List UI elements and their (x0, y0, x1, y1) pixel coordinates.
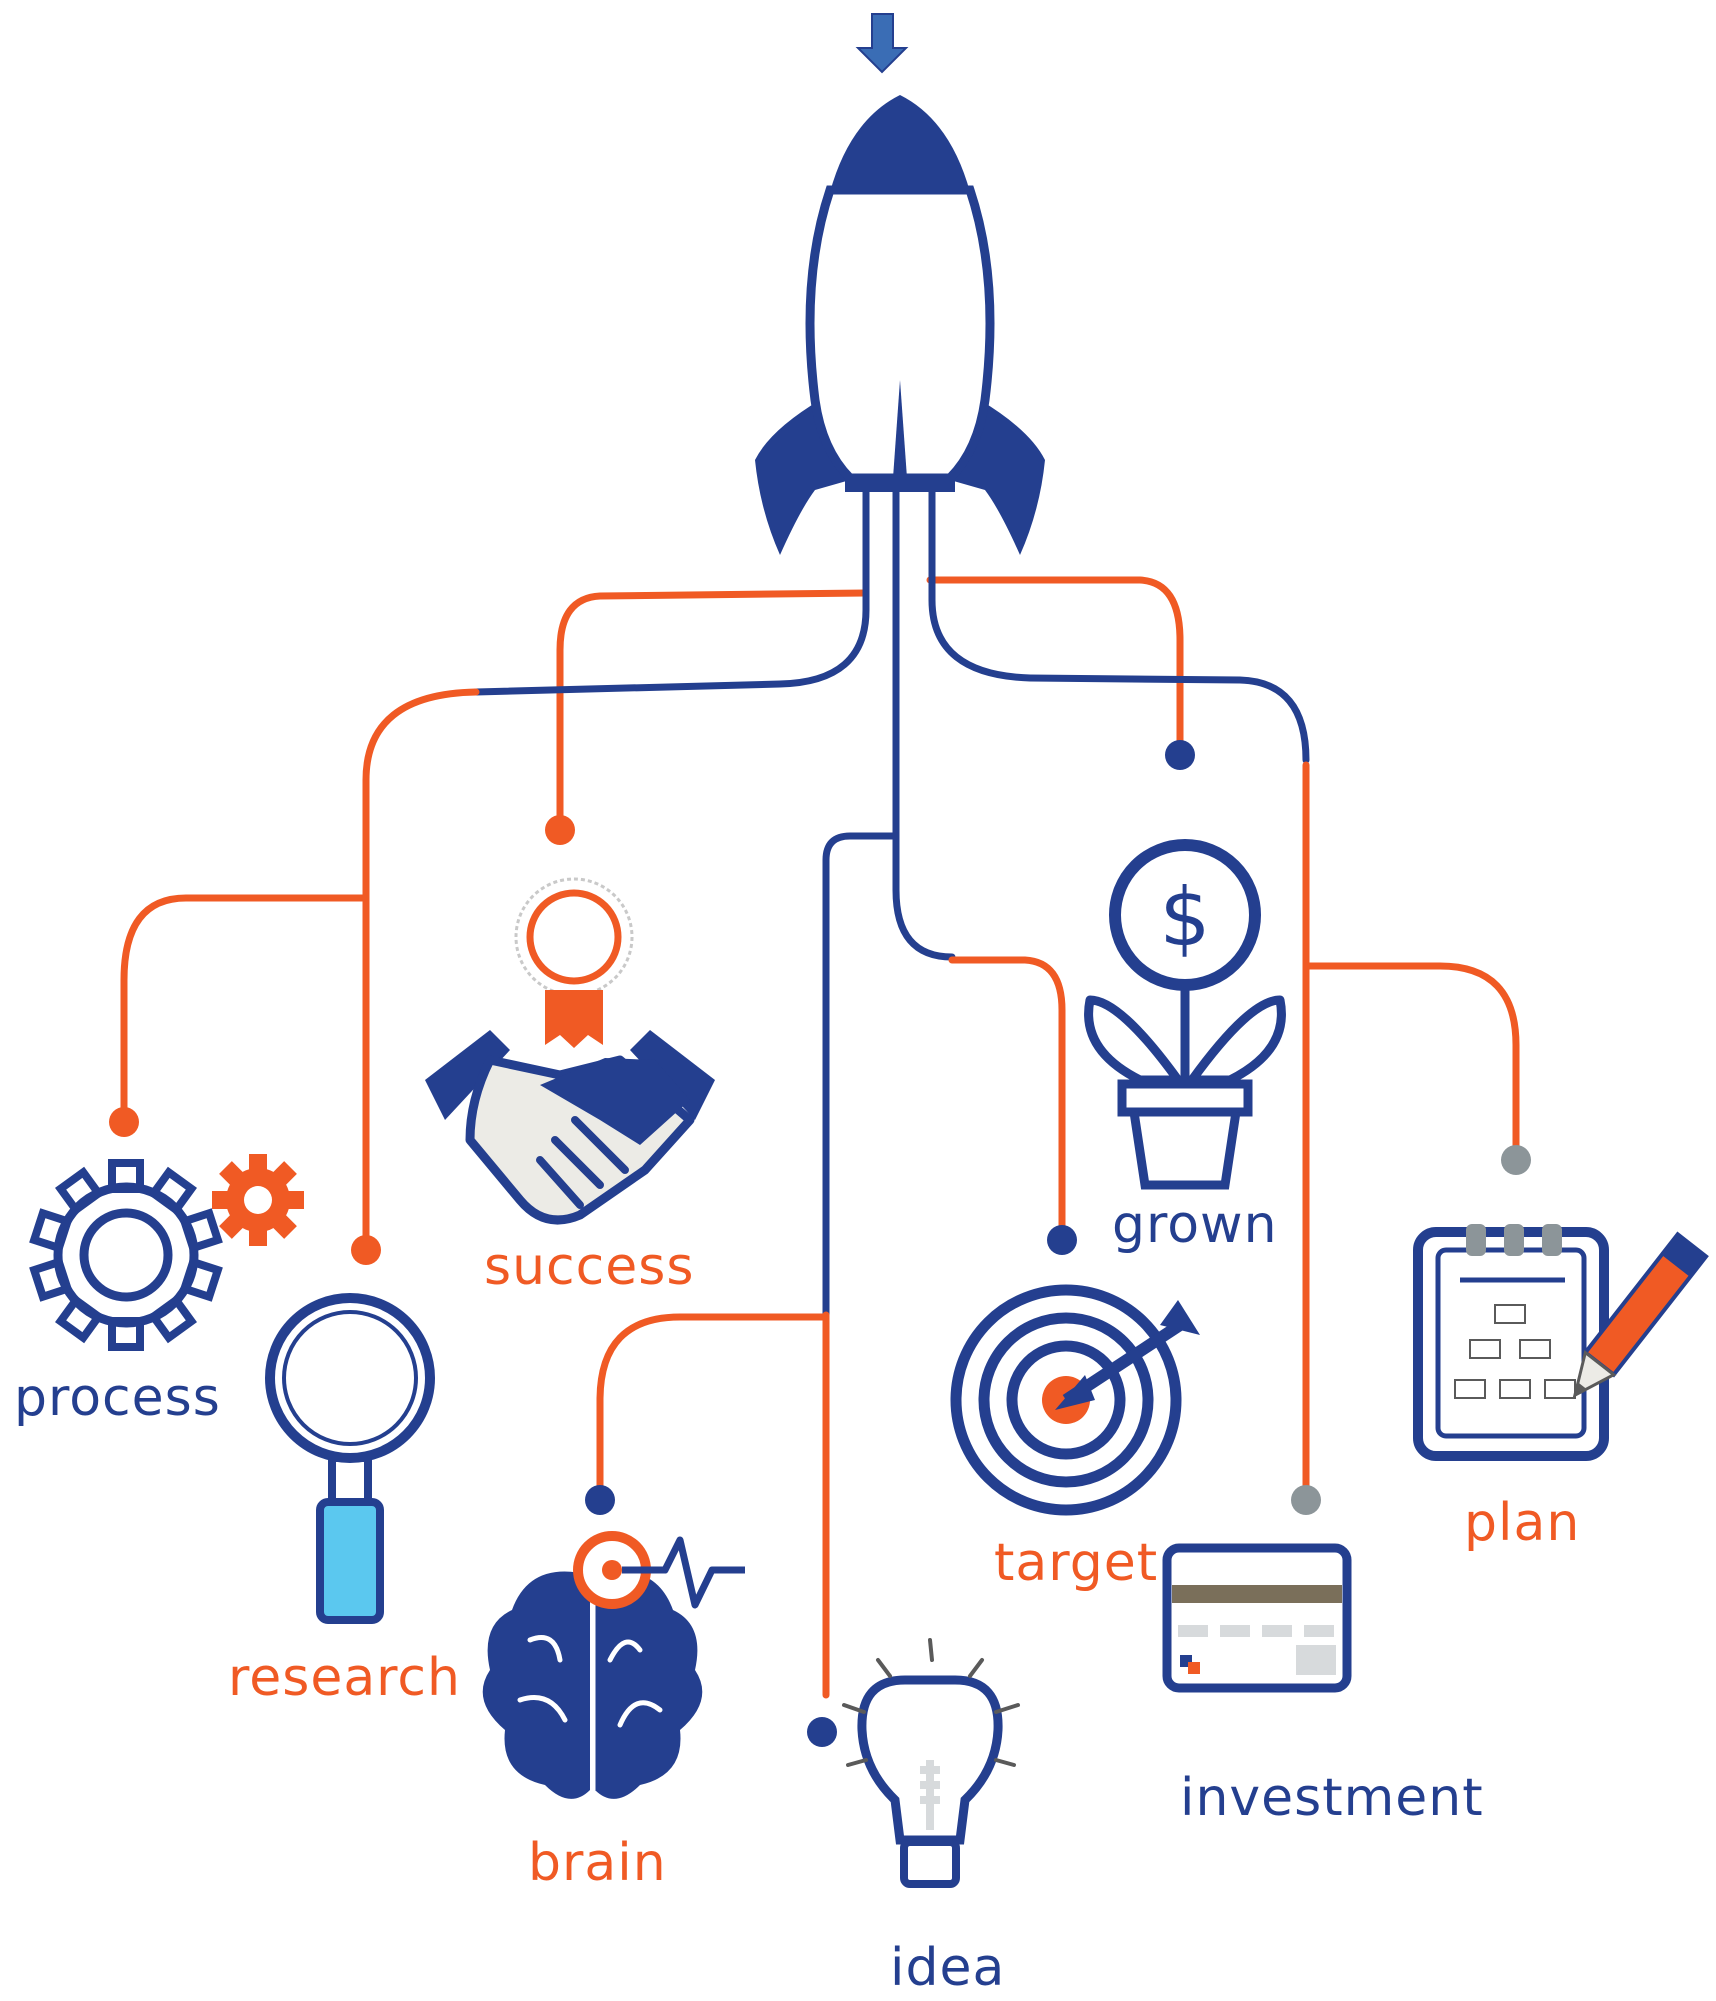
dot-success (545, 815, 575, 845)
label-idea: idea (890, 1938, 1005, 1998)
label-plan: plan (1464, 1493, 1580, 1553)
connector-idea-top (822, 832, 900, 1319)
labels: process research success brain idea targ… (14, 1195, 1580, 1998)
connector-left-main (472, 486, 870, 696)
connector-success (556, 589, 870, 834)
money-plant-icon: $ (1084, 839, 1286, 1190)
dot-process (109, 1107, 139, 1137)
connector-target (948, 956, 1066, 1244)
label-grown: grown (1112, 1195, 1278, 1255)
label-research: research (228, 1648, 461, 1708)
dot-target (1047, 1225, 1077, 1255)
connector-plan (1302, 962, 1520, 1164)
dot-brain (585, 1485, 615, 1515)
down-arrow-icon (855, 13, 909, 74)
label-investment: investment (1180, 1768, 1484, 1828)
gears-icon (29, 1154, 304, 1351)
connector-right-main (928, 486, 1310, 764)
clipboard-plan-icon (1413, 1224, 1709, 1461)
dot-research (351, 1235, 381, 1265)
connector-brain (596, 1313, 830, 1504)
connector-dots (109, 740, 1531, 1747)
target-icon (950, 1284, 1200, 1516)
dot-grown (1165, 740, 1195, 770)
rocket-icon (755, 95, 1045, 560)
connector-center (892, 486, 956, 961)
lightbulb-icon (842, 1638, 1020, 1888)
svg-text:$: $ (1160, 871, 1211, 964)
label-target: target (994, 1533, 1158, 1593)
connector-process (120, 894, 370, 1126)
handshake-award-icon (425, 877, 715, 1225)
connector-grown (926, 576, 1184, 759)
connector-lines (120, 486, 1520, 1699)
magnifier-icon (265, 1293, 435, 1624)
dot-plan (1501, 1145, 1531, 1175)
credit-card-icon (1162, 1543, 1352, 1693)
label-brain: brain (528, 1833, 667, 1893)
label-process: process (14, 1368, 221, 1428)
brain-icon (482, 1531, 745, 1799)
dot-idea (807, 1717, 837, 1747)
label-success: success (484, 1237, 694, 1297)
connector-process-research (362, 688, 480, 1254)
dot-investment (1291, 1485, 1321, 1515)
